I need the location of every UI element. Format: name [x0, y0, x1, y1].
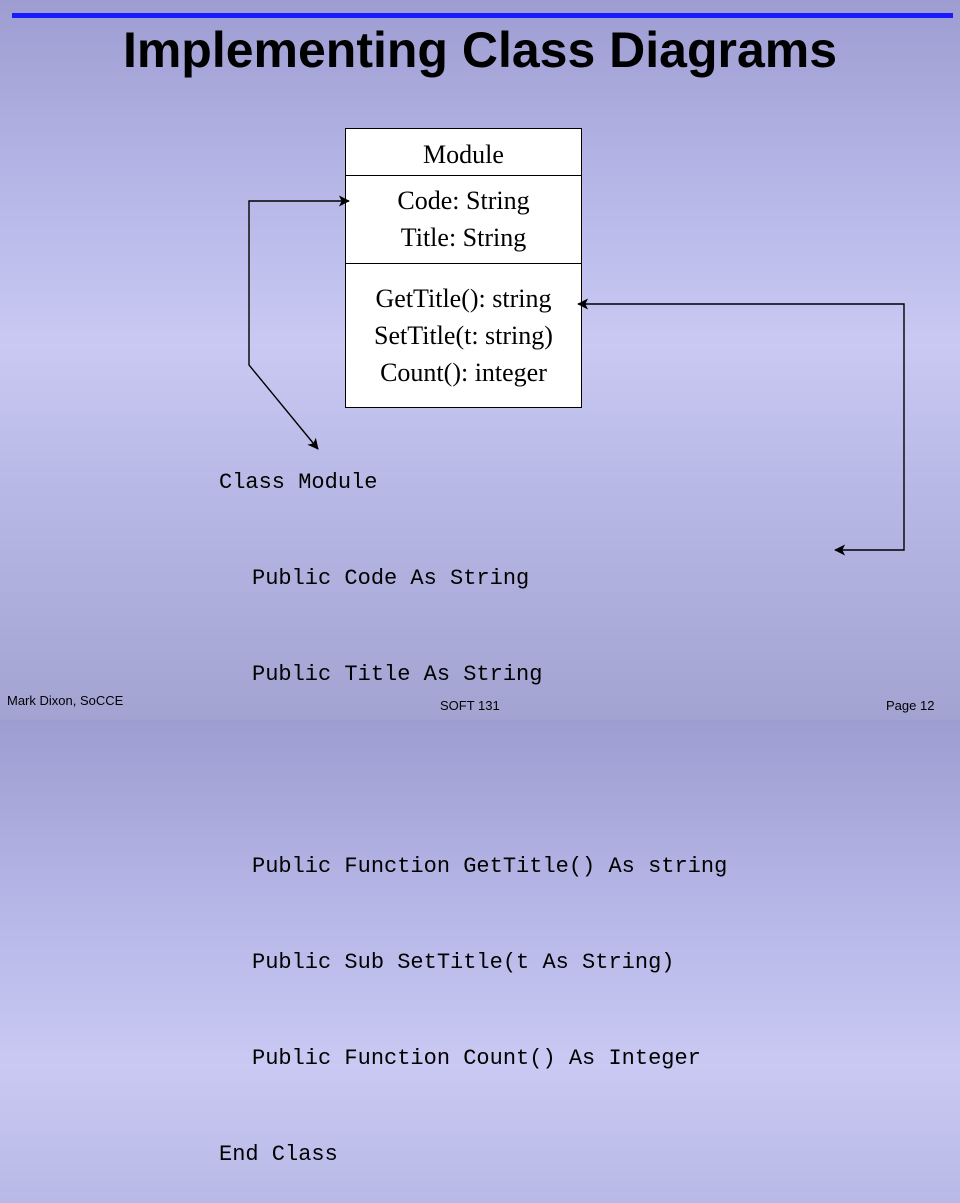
uml-attribute: Title: String [400, 223, 527, 252]
title-rule [12, 13, 953, 18]
operation-code-arrow [577, 298, 905, 556]
footer-author: Mark Dixon, SoCCE [7, 693, 124, 708]
uml-class-box: Module Code: String Title: String GetTit… [345, 128, 582, 408]
connector-arrows [248, 195, 905, 556]
uml-operation: GetTitle(): string [375, 284, 552, 313]
code-line: Public Function Count() As Integer [252, 1046, 701, 1071]
uml-operations: GetTitle(): string SetTitle(t: string) C… [346, 264, 581, 391]
code-line: End Class [219, 1142, 338, 1167]
code-line: Public Title As String [252, 662, 543, 687]
code-line: Public Code As String [252, 566, 530, 591]
attribute-code-arrow [248, 195, 350, 450]
uml-operation: SetTitle(t: string) [374, 321, 553, 350]
footer-course: SOFT 131 [440, 698, 500, 713]
code-line: Class Module [219, 470, 378, 495]
code-line [219, 755, 727, 787]
footer-page: Page 12 [886, 698, 935, 713]
uml-operation: Count(): integer [380, 358, 547, 387]
code-line: Public Sub SetTitle(t As String) [252, 950, 675, 975]
code-line: Public Function GetTitle() As string [252, 854, 728, 879]
uml-class-name: Module [346, 129, 581, 176]
slide-title: Implementing Class Diagrams [122, 22, 838, 78]
uml-attributes: Code: String Title: String [346, 176, 581, 264]
uml-attribute: Code: String [397, 186, 530, 215]
